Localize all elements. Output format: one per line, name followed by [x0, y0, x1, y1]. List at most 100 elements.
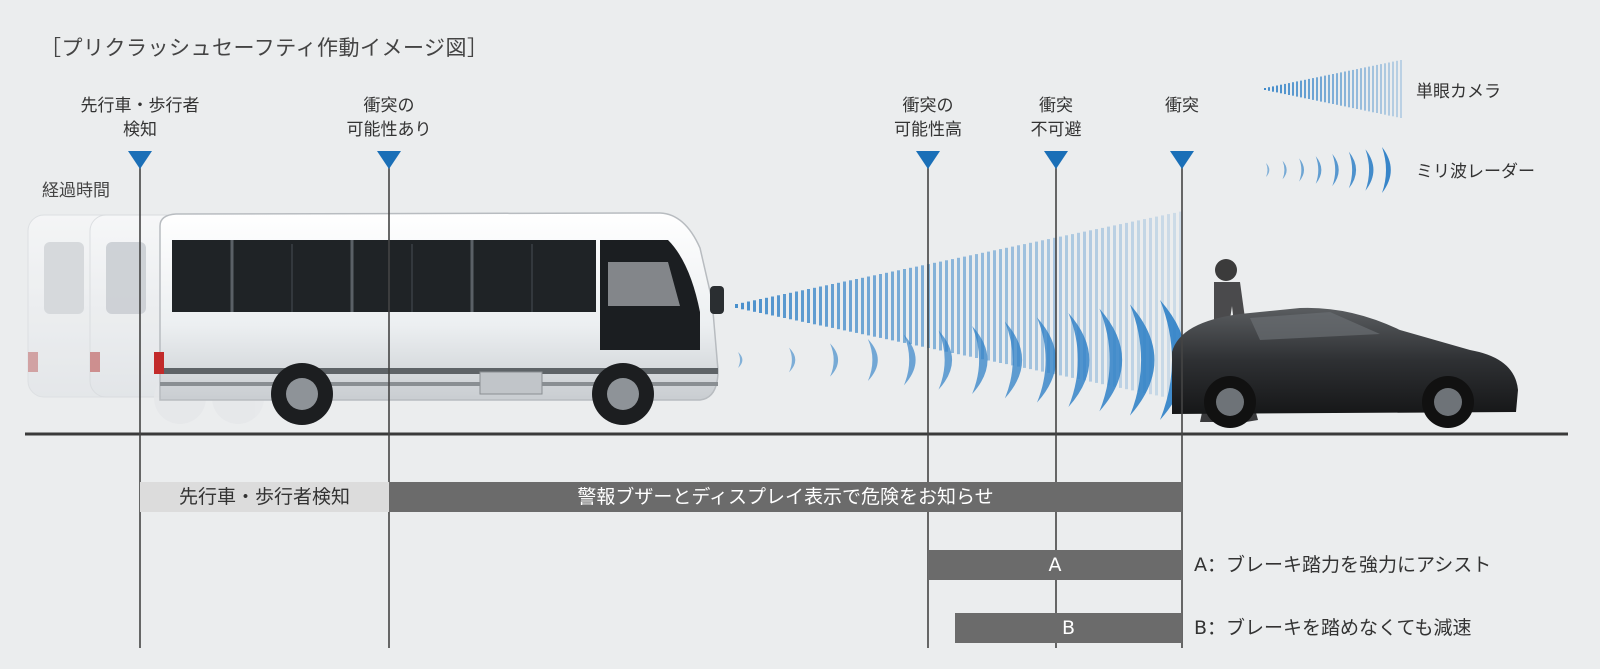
- camera-legend-stripe: [1360, 68, 1362, 110]
- marker-triangle-detect: [128, 151, 152, 169]
- radar-legend-arc: [1348, 151, 1357, 189]
- camera-beam-stripe: [747, 301, 750, 311]
- camera-beam-stripe: [897, 270, 900, 342]
- marker-label-unavoidable: 衝突 不可避: [1006, 94, 1106, 142]
- camera-beam-stripe: [849, 280, 852, 332]
- camera-beam-stripe: [741, 302, 744, 310]
- camera-legend-stripe: [1272, 86, 1274, 92]
- detect-bar: 先行車・歩行者検知: [140, 482, 389, 512]
- camera-beam-stripe: [1095, 229, 1098, 383]
- camera-beam-stripe: [1179, 211, 1182, 401]
- camera-legend-stripe: [1304, 79, 1306, 99]
- camera-beam-stripe: [867, 276, 870, 336]
- camera-legend-stripe: [1332, 74, 1334, 104]
- timeline-markers: [128, 151, 1194, 169]
- radar-legend-arc: [1266, 163, 1270, 177]
- camera-beam-stripe: [987, 251, 990, 361]
- camera-legend-stripe: [1396, 60, 1398, 118]
- camera-legend-stripe: [1308, 78, 1310, 99]
- camera-legend-stripe: [1372, 65, 1374, 113]
- camera-legend-stripe: [1296, 81, 1298, 97]
- camera-beam-stripe: [1059, 236, 1062, 376]
- camera-beam-stripe: [1011, 246, 1014, 366]
- camera-beam-stripe: [807, 289, 810, 323]
- camera-beam-stripe: [1077, 232, 1080, 380]
- camera-beam-stripe: [1173, 212, 1176, 400]
- radar-legend-arc: [1365, 149, 1374, 191]
- brake-assist-description: A：ブレーキ踏力を強力にアシスト: [1194, 554, 1492, 576]
- camera-beam-stripe: [1017, 245, 1020, 367]
- marker-label-possible: 衝突の 可能性あり: [329, 94, 449, 142]
- radar-wave-arc: [867, 339, 878, 381]
- camera-beam-stripe: [801, 290, 804, 322]
- radar-legend-arc: [1315, 156, 1322, 184]
- camera-beam-stripe: [843, 281, 846, 331]
- camera-beam-stripe: [879, 274, 882, 338]
- car: [1172, 307, 1518, 428]
- camera-beam-stripe: [975, 254, 978, 358]
- camera-beam-stripe: [921, 265, 924, 347]
- radar-wave-arc: [972, 326, 988, 394]
- camera-beam-stripe: [771, 296, 774, 316]
- camera-beam-stripe: [819, 286, 822, 326]
- camera-beam-stripe: [933, 262, 936, 350]
- warning-bar: 警報ブザーとディスプレイ表示で危険をお知らせ: [389, 482, 1182, 512]
- camera-legend-stripe: [1276, 85, 1278, 93]
- camera-beam-stripe: [1137, 220, 1140, 392]
- camera-legend-stripe: [1376, 64, 1378, 113]
- marker-label-detect: 先行車・歩行者 検知: [60, 94, 220, 142]
- camera-beam-stripe: [1101, 227, 1104, 385]
- auto-brake-description: B：ブレーキを踏めなくても減速: [1194, 617, 1472, 639]
- camera-legend-label: 単眼カメラ: [1416, 82, 1501, 102]
- camera-beam-stripe: [1113, 225, 1116, 387]
- marker-label-line2: 可能性あり: [346, 120, 432, 140]
- marker-label-line1: 衝突の: [363, 96, 415, 116]
- elapsed-time-label: 経過時間: [42, 181, 110, 201]
- camera-legend-icon: [1264, 60, 1402, 118]
- camera-legend-stripe: [1316, 77, 1318, 101]
- radar-legend-arc: [1282, 160, 1287, 180]
- camera-beam-stripe: [831, 284, 834, 328]
- radar-wave-arc: [789, 347, 796, 373]
- camera-beam-stripe: [1143, 219, 1146, 393]
- camera-beam-stripe: [1053, 237, 1056, 375]
- marker-label-line2: 検知: [123, 120, 157, 140]
- camera-beam-stripe: [1029, 242, 1032, 370]
- camera-beam-stripe: [1089, 230, 1092, 382]
- marker-label-collision: 衝突: [1142, 94, 1222, 118]
- camera-legend-stripe: [1364, 67, 1366, 111]
- camera-legend-stripe: [1336, 73, 1338, 105]
- camera-beam-stripe: [885, 272, 888, 340]
- camera-beam-stripe: [777, 295, 780, 317]
- brake-assist-bar-a: A: [928, 550, 1182, 580]
- marker-triangle-possible: [377, 151, 401, 169]
- radar-wave-arc: [1068, 313, 1090, 407]
- radar-legend-label: ミリ波レーダー: [1416, 162, 1535, 182]
- camera-beam-stripe: [1155, 216, 1158, 396]
- camera-beam-stripe: [915, 266, 918, 346]
- marker-label-line2: 可能性高: [894, 120, 962, 140]
- camera-beam-stripe: [855, 279, 858, 333]
- radar-wave-arc: [1004, 321, 1023, 399]
- camera-legend-stripe: [1352, 69, 1354, 109]
- camera-legend-stripe: [1340, 72, 1342, 106]
- camera-beam-stripe: [765, 297, 768, 315]
- camera-legend-stripe: [1384, 63, 1386, 115]
- camera-legend-stripe: [1348, 70, 1350, 108]
- camera-legend-stripe: [1320, 76, 1322, 102]
- camera-beam-stripe: [873, 275, 876, 337]
- camera-legend-stripe: [1288, 83, 1290, 95]
- camera-beam-stripe: [1071, 234, 1074, 378]
- camera-beam-stripe: [891, 271, 894, 341]
- timeline-lines: [139, 158, 1183, 648]
- camera-beam-stripe: [837, 282, 840, 330]
- camera-legend-stripe: [1264, 88, 1266, 90]
- marker-label-line1: 先行車・歩行者: [80, 96, 200, 116]
- auto-brake-bar-b: B: [955, 613, 1182, 643]
- camera-beam: [735, 211, 1182, 401]
- marker-label-line1: 衝突: [1039, 96, 1073, 116]
- radar-wave-arc: [938, 330, 953, 390]
- camera-legend-stripe: [1368, 66, 1370, 112]
- camera-beam-stripe: [1167, 214, 1170, 398]
